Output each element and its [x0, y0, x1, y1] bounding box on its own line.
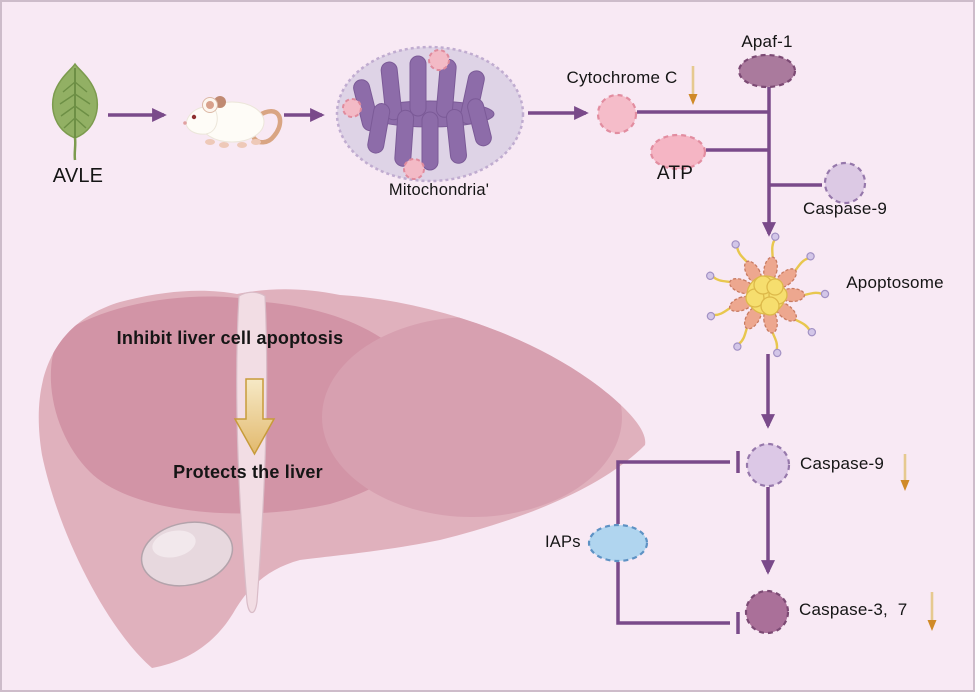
- cytochrome-granule: [342, 98, 362, 118]
- caspase37-node: [744, 589, 790, 635]
- pathway-connectors: [108, 87, 822, 634]
- cytochrome-granule: [403, 158, 425, 180]
- apoptosome-core: [745, 275, 788, 316]
- apoptosome-icon: [706, 232, 830, 358]
- leaf-veins: [59, 68, 91, 138]
- cytochrome-c-label: Cytochrome C: [566, 68, 678, 87]
- mouse-eye: [191, 114, 197, 120]
- decrease-arrow-icon: [900, 454, 910, 491]
- liver-icon: [38, 289, 646, 668]
- leaf-icon: [52, 62, 98, 161]
- apaf1-label: Apaf-1: [741, 32, 793, 51]
- decrease-arrow-icon: [688, 66, 698, 105]
- decrease-arrows: [688, 66, 937, 631]
- inhibition-iaps-to-caspase9: [616, 460, 730, 524]
- decrease-arrow-icon: [927, 592, 937, 631]
- caspase9-lower-label: Caspase-9: [800, 454, 885, 473]
- mouse-nose: [183, 121, 187, 125]
- inhibit-apoptosis-text: Inhibit liver cell apoptosis: [116, 328, 344, 348]
- atp-node: [649, 133, 707, 171]
- caspase9-upper-label: Caspase-9: [802, 199, 888, 218]
- gallbladder-highlight: [152, 530, 196, 558]
- cytochrome-c-node: [596, 93, 638, 135]
- apaf1-node: [737, 53, 797, 89]
- mouse-head: [185, 106, 218, 135]
- mouse-icon: [183, 96, 283, 148]
- falciform-ligament: [236, 291, 268, 614]
- avle-label: AVLE: [52, 165, 104, 187]
- atp-label: ATP: [656, 163, 694, 184]
- protects-liver-text: Protects the liver: [173, 462, 323, 482]
- leaf-stem: [73, 137, 77, 161]
- iaps-node: [587, 523, 649, 563]
- caspase9-lower-node: [745, 442, 791, 488]
- caspase37-label: Caspase-3, 7: [799, 600, 908, 619]
- inhibition-iaps-to-caspase37: [616, 562, 730, 625]
- block-down-arrow-icon: [233, 378, 276, 456]
- cytochrome-granule: [428, 49, 450, 71]
- mitochondria-icon: [335, 45, 525, 183]
- caspase9-upper-node: [823, 161, 867, 205]
- mitochondria-label: Mitochondria': [388, 181, 490, 199]
- apoptosome-label: Apoptosome: [846, 273, 944, 292]
- liver-right-lobe-shade: [322, 317, 622, 517]
- iaps-label: IAPs: [545, 533, 581, 551]
- mitochondria-cristae: [353, 55, 495, 171]
